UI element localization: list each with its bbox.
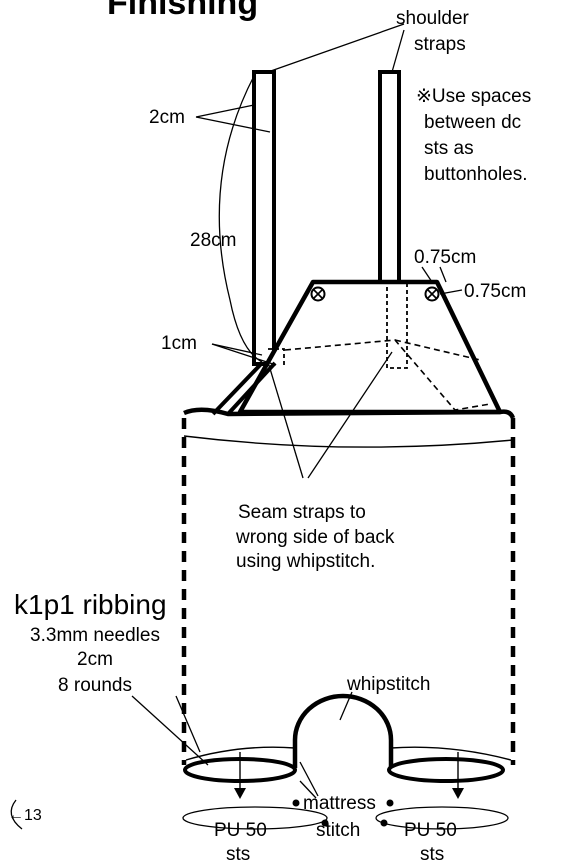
button-right-icon: [424, 286, 440, 302]
seam-note-line-3: using whipstitch.: [236, 551, 375, 572]
ribbing-title: k1p1 ribbing: [14, 589, 167, 620]
crotch-arch: [292, 693, 394, 768]
page-title: Finishing: [107, 0, 258, 22]
pickup-dot-left: [321, 819, 329, 827]
label-pickup-right: PU 50: [404, 820, 457, 841]
label-pickup-left: PU 50: [214, 820, 267, 841]
label-strap-width: 2cm: [149, 107, 185, 128]
left-pickup-oval: [182, 806, 328, 830]
note-line-3: sts as: [424, 138, 474, 159]
waist-edge: [183, 407, 516, 419]
seam-note-line-1: Seam straps to: [238, 502, 366, 523]
ribbing-rounds: 8 rounds: [58, 675, 132, 696]
back-fold-lines-2: [394, 339, 481, 361]
label-shoulder: shoulder: [396, 8, 470, 29]
label-stitch: stitch: [316, 820, 360, 841]
mattress-dot-left: [292, 799, 300, 807]
left-shoulder-strap: [252, 70, 276, 366]
label-pickup-left-sts: sts: [226, 844, 250, 865]
label-strap-length: 28cm: [190, 230, 236, 251]
right-leg-arrow: [452, 752, 464, 799]
note-line-2: between dc: [424, 112, 521, 133]
left-leg-arrow: [234, 752, 246, 799]
seam-note-line-2: wrong side of back: [235, 527, 395, 548]
note-line-4: buttonholes.: [424, 164, 528, 185]
ribbing-needles: 3.3mm needles: [30, 625, 160, 646]
strap-end-hidden: [386, 281, 408, 369]
back-fold-lines: [284, 339, 491, 411]
stray-number: ←13: [8, 807, 42, 824]
label-overlap: 1cm: [161, 333, 197, 354]
label-straps: straps: [414, 34, 466, 55]
label-button-offset-top: 0.75cm: [414, 247, 476, 268]
left-ribbing-line: [185, 746, 296, 761]
button-left-icon: [310, 286, 326, 302]
strap-tail-edge-inner: [226, 361, 277, 416]
pickup-dot-right: [380, 819, 388, 827]
right-ribbing-line: [390, 746, 512, 761]
note-line-1: ※Use spaces: [416, 86, 531, 107]
waist-ribbing-line: [183, 435, 514, 448]
label-mattress: mattress: [303, 793, 376, 814]
right-leg-opening: [387, 757, 505, 783]
label-whipstitch: whipstitch: [346, 674, 430, 695]
label-pickup-right-sts: sts: [420, 844, 444, 865]
ribbing-length: 2cm: [77, 649, 113, 670]
right-pickup-oval: [375, 806, 509, 830]
mattress-dot-right: [386, 799, 394, 807]
leader-lines: [10, 23, 463, 830]
bib-piece: [237, 279, 503, 415]
strap-end-hidden-left: [268, 348, 285, 365]
strap-tail-edge: [211, 361, 264, 416]
label-button-offset-side: 0.75cm: [464, 281, 526, 302]
